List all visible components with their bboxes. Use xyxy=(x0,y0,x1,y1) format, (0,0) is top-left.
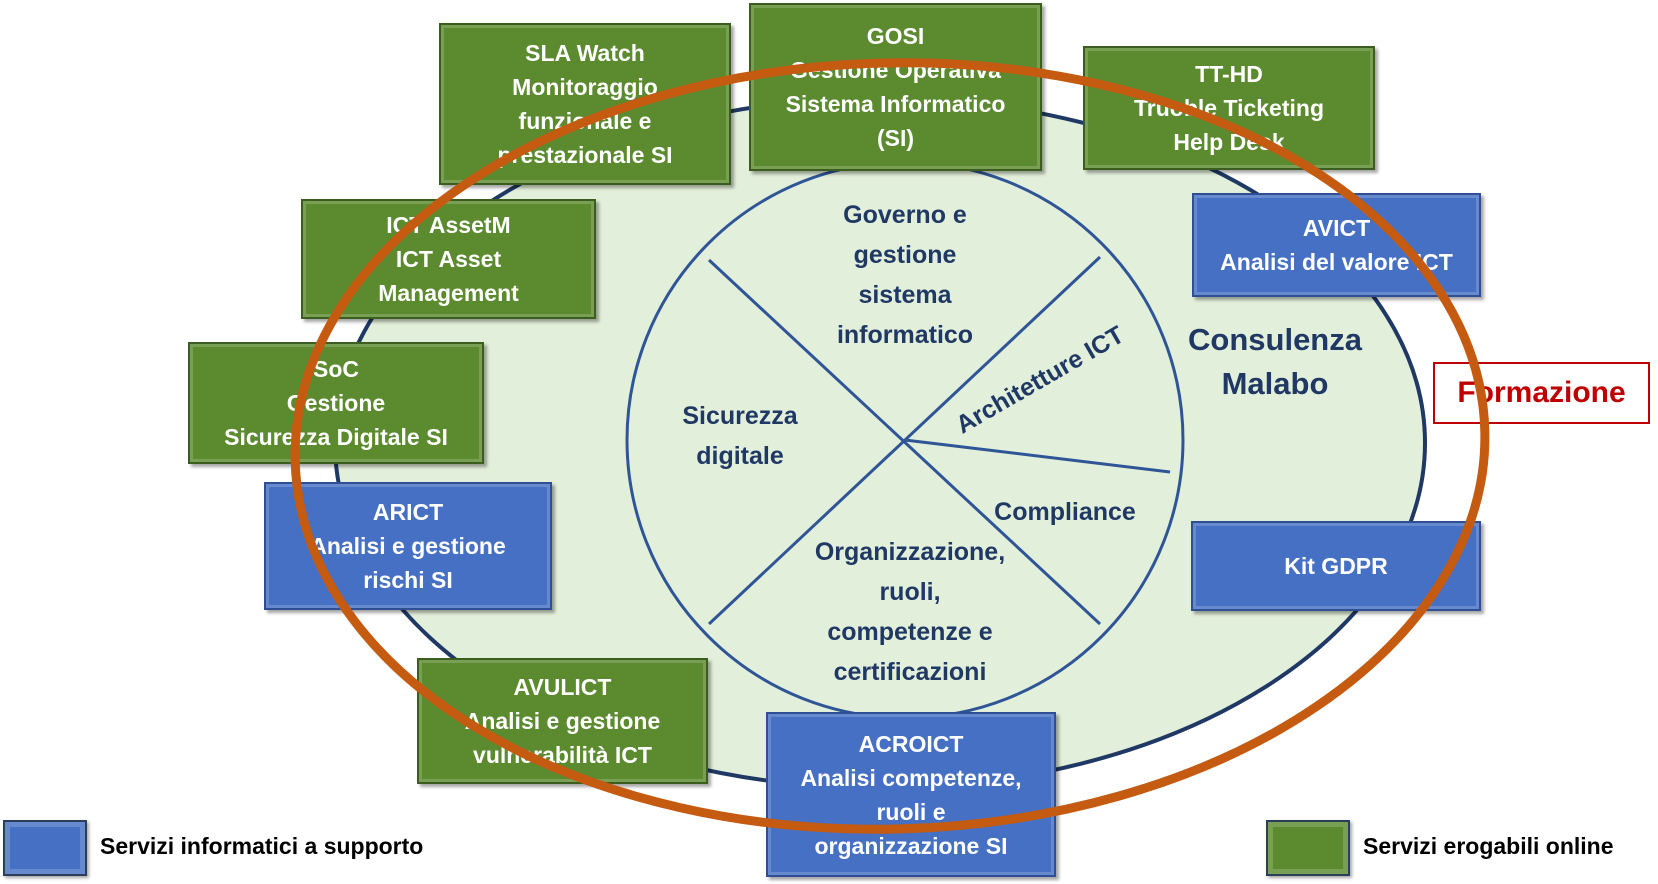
service-line: Gestione Operativa xyxy=(790,57,1001,83)
service-line: AVICT xyxy=(1302,215,1371,241)
service-box-ict-assetm: ICT AssetM ICT Asset Management xyxy=(301,199,596,319)
sector-organizzazione-line: certificazioni xyxy=(833,658,987,686)
service-line: funzionale e xyxy=(518,108,652,134)
legend-label-blue: Servizi informatici a supporto xyxy=(100,833,424,859)
service-line: SLA Watch xyxy=(525,40,645,66)
service-line: ICT Asset xyxy=(395,246,502,272)
sector-governo-line: sistema xyxy=(858,281,952,309)
sector-organizzazione-line: competenze e xyxy=(827,618,993,646)
service-line: TT-HD xyxy=(1195,61,1263,87)
service-line: Analisi competenze, xyxy=(800,764,1022,791)
service-line: Gestione xyxy=(286,390,386,416)
formazione-label: Formazione xyxy=(1457,376,1626,409)
service-line: Monitoraggio xyxy=(512,74,658,100)
service-line: AVULICT xyxy=(513,674,612,700)
consulenza-malabo-label: Consulenza Malabo xyxy=(1160,318,1390,406)
service-line: Management xyxy=(378,280,519,306)
consulenza-line: Malabo xyxy=(1221,366,1329,401)
service-line: ruoli e xyxy=(876,798,946,825)
service-line: Kit GDPR xyxy=(1284,553,1388,579)
service-line: prestazionale SI xyxy=(497,142,673,168)
service-box-soc: SoC Gestione Sicurezza Digitale SI xyxy=(188,342,484,464)
sector-governo-line: gestione xyxy=(853,241,957,269)
service-line: GOSI xyxy=(866,23,925,49)
service-line: Analisi e gestione xyxy=(310,533,506,559)
service-box-kit-gdpr: Kit GDPR xyxy=(1191,521,1481,611)
service-line: ARICT xyxy=(372,499,444,525)
sector-organizzazione-line: ruoli, xyxy=(879,578,941,606)
service-line: Analisi e gestione xyxy=(464,708,661,734)
sector-compliance: Compliance xyxy=(975,492,1155,532)
service-box-sla-watch: SLA Watch Monitoraggio funzionale e pres… xyxy=(439,23,731,185)
service-line: ACROICT xyxy=(858,730,964,757)
service-box-arict: ARICT Analisi e gestione rischi SI xyxy=(264,482,552,610)
sector-sicurezza-line: digitale xyxy=(696,442,784,470)
service-line: vulnerabilità ICT xyxy=(473,742,652,768)
legend-swatch-blue xyxy=(3,820,87,876)
service-line: Sicurezza Digitale SI xyxy=(224,424,448,450)
service-box-gosi: GOSI Gestione Operativa Sistema Informat… xyxy=(749,3,1042,171)
sector-sicurezza-line: Sicurezza xyxy=(682,402,798,430)
service-line: Truoble Ticketing xyxy=(1134,95,1324,121)
legend-label-green: Servizi erogabili online xyxy=(1363,833,1614,859)
service-box-avulict: AVULICT Analisi e gestione vulnerabilità… xyxy=(417,658,708,784)
sector-governo-line: informatico xyxy=(836,321,974,349)
formazione-box: Formazione xyxy=(1433,362,1650,424)
consulenza-line: Consulenza xyxy=(1188,322,1362,357)
service-box-avict: AVICT Analisi del valore ICT xyxy=(1192,193,1481,297)
sector-governo: Governo e gestione sistema informatico xyxy=(790,195,1020,355)
legend-swatch-green xyxy=(1266,820,1350,876)
service-box-acroict: ACROICT Analisi competenze, ruoli e orga… xyxy=(766,712,1056,877)
service-line: ICT AssetM xyxy=(386,212,511,238)
service-line: Help Desk xyxy=(1173,129,1285,155)
service-line: organizzazione SI xyxy=(814,832,1008,859)
service-line: SoC xyxy=(313,356,359,382)
service-line: rischi SI xyxy=(363,567,453,593)
sector-organizzazione: Organizzazione, ruoli, competenze e cert… xyxy=(790,532,1030,692)
sector-governo-line: Governo e xyxy=(843,201,967,229)
sector-sicurezza: Sicurezza digitale xyxy=(640,396,840,476)
service-line: Analisi del valore ICT xyxy=(1220,249,1453,275)
sector-compliance-label: Compliance xyxy=(994,498,1136,526)
service-line: (SI) xyxy=(876,125,915,151)
service-line: Sistema Informatico xyxy=(785,91,1006,117)
service-box-tt-hd: TT-HD Truoble Ticketing Help Desk xyxy=(1083,46,1375,170)
sector-organizzazione-line: Organizzazione, xyxy=(814,538,1006,566)
